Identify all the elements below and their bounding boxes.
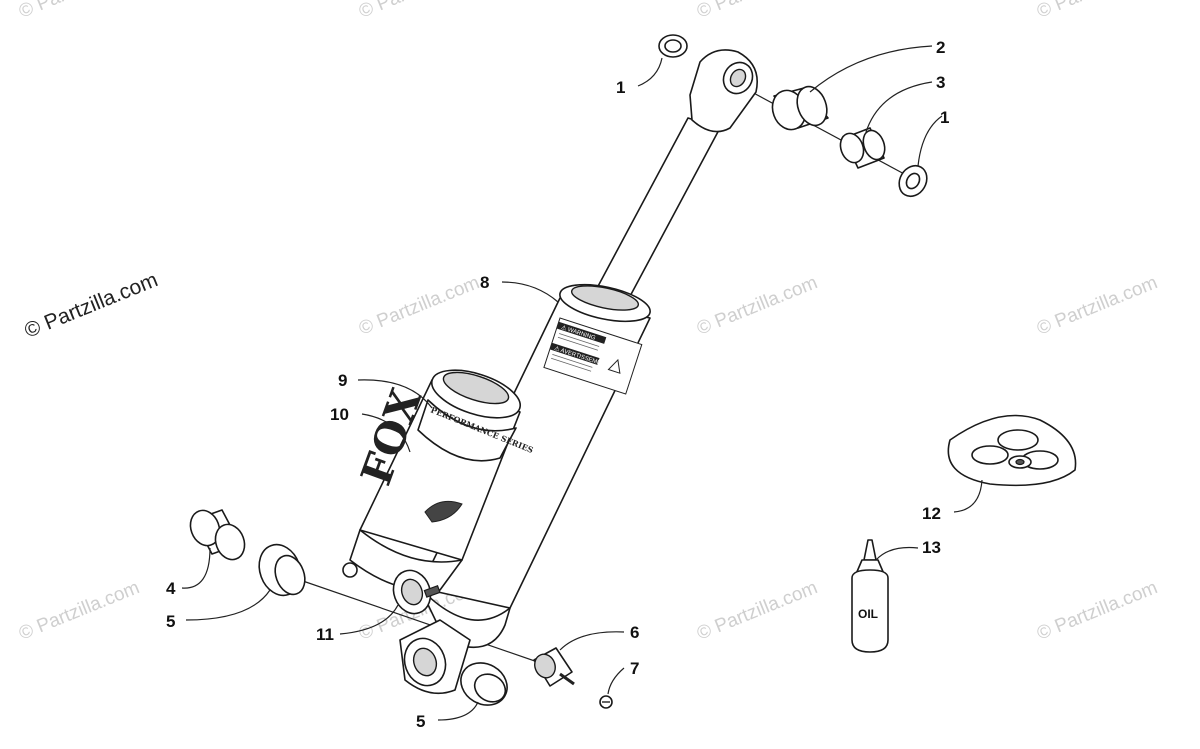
callout-9: 9 [338, 371, 347, 390]
watermark: © Partzilla.com [694, 0, 821, 23]
watermark-main: © Partzilla.com [21, 268, 161, 342]
part-1-washer-top [658, 34, 688, 58]
oil-label: OIL [858, 607, 878, 621]
shock-shaft [595, 49, 758, 301]
lower-eyelet [399, 619, 471, 695]
callout-2: 2 [936, 38, 945, 57]
part-2-bushing [771, 85, 829, 131]
part-4-spacer [189, 509, 246, 561]
part-7-screw [599, 695, 613, 709]
leader-lines [181, 45, 983, 721]
callout-12: 12 [922, 504, 941, 523]
watermark: © Partzilla.com [1034, 577, 1161, 644]
watermark: © Partzilla.com [356, 0, 483, 23]
callout-numbers: 1 2 3 1 8 9 10 4 5 11 6 7 5 12 13 [166, 38, 949, 731]
watermark: © Partzilla.com [694, 577, 821, 644]
part-9-10-reservoir: PERFORMANCE SERIES FOX [342, 369, 535, 592]
callout-5: 5 [166, 612, 175, 631]
callout-13: 13 [922, 538, 941, 557]
callout-10: 10 [330, 405, 349, 424]
callout-1: 1 [616, 78, 625, 97]
watermark: © Partzilla.com [694, 272, 821, 339]
callout-3: 3 [936, 73, 945, 92]
callout-7: 7 [630, 659, 639, 678]
part-11-adjuster [392, 569, 441, 615]
callout-4: 4 [166, 579, 176, 598]
watermark: © Partzilla.com [356, 272, 483, 339]
part-12-seal-kit [947, 414, 1077, 487]
callout-8: 8 [480, 273, 489, 292]
part-13-oil-bottle: OIL [851, 539, 889, 653]
callout-11: 11 [316, 625, 334, 644]
part-5-bushing-left [258, 543, 306, 597]
watermark: © Partzilla.com [16, 0, 143, 23]
watermark: © Partzilla.com [1034, 0, 1161, 23]
part-5-bushing-bottom [460, 662, 508, 706]
callout-5: 5 [416, 712, 425, 731]
watermark: © Partzilla.com [1034, 272, 1161, 339]
callout-1: 1 [940, 108, 949, 127]
watermark: © Partzilla.com [16, 577, 143, 644]
part-3-spacer [839, 127, 886, 169]
callout-6: 6 [630, 623, 639, 642]
warning-decal: ⚠ WARNING ⚠ AVERTISSEMENT [543, 317, 643, 395]
part-1-washer-right [898, 164, 928, 198]
part-6-nut [533, 647, 575, 687]
